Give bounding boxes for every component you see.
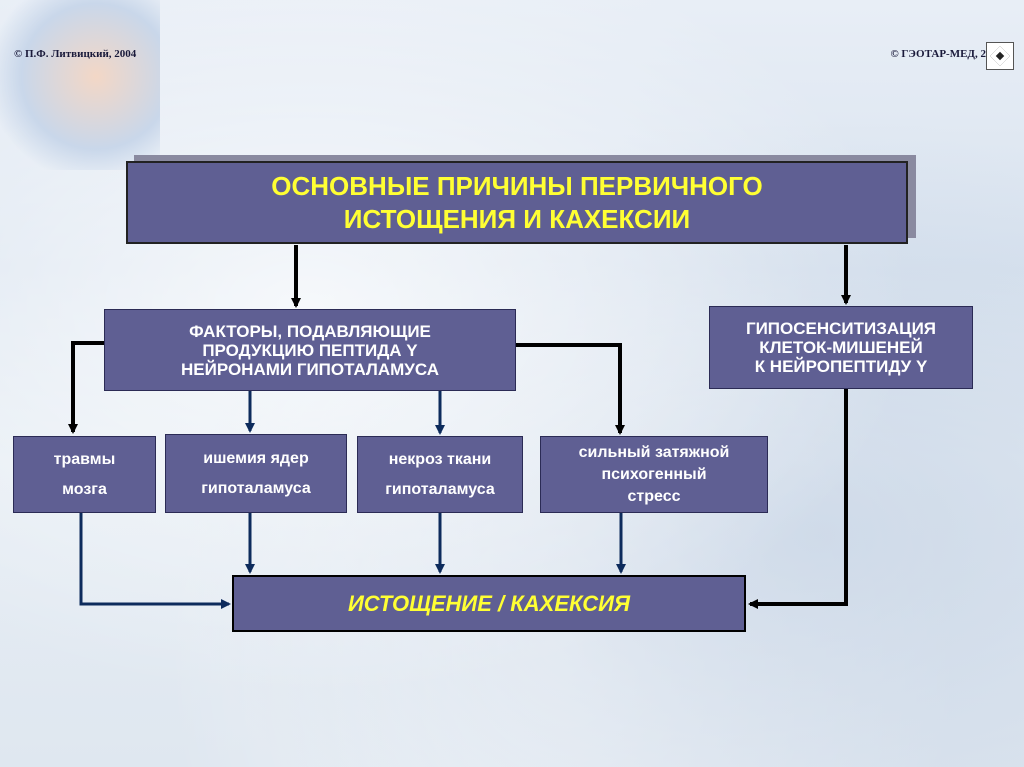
cause-psychogenic-stress: сильный затяжной психогенный стресс (540, 436, 768, 513)
cause-brain-trauma: травмы мозга (13, 436, 156, 513)
cause-line: психогенный (601, 465, 707, 483)
hypo-line-2: КЛЕТОК-МИШЕНЕЙ (759, 338, 923, 357)
result-label: ИСТОЩЕНИЕ / КАХЕКСИЯ (347, 590, 631, 616)
title-line-1: ОСНОВНЫЕ ПРИЧИНЫ ПЕРВИЧНОГО (271, 170, 763, 201)
cause-line: мозга (62, 480, 107, 498)
cause-line: некроз ткани (388, 450, 492, 468)
publisher-credit: © ГЭОТАР-МЕД, 2 (890, 48, 986, 60)
cause-line: стресс (627, 487, 681, 505)
arrow-hypo-to-result (748, 389, 848, 609)
factors-line-1: ФАКТОРЫ, ПОДАВЛЯЮЩИЕ (189, 321, 431, 341)
publisher-logo-icon (986, 42, 1014, 70)
cause-hypothalamic-necrosis: некроз ткани гипоталамуса (357, 436, 523, 513)
hyposensitization-box: ГИПОСЕНСИТИЗАЦИЯ КЛЕТОК-МИШЕНЕЙ К НЕЙРОП… (709, 306, 973, 389)
hypo-line-3: К НЕЙРОПЕПТИДУ Y (754, 357, 928, 376)
cause-line: гипоталамуса (201, 479, 311, 497)
factors-line-3: НЕЙРОНАМИ ГИПОТАЛАМУСА (181, 359, 439, 379)
cause-line: сильный затяжной (578, 443, 730, 461)
surgeon-photo (0, 0, 160, 170)
cause-line: гипоталамуса (385, 480, 495, 498)
cause-hypothalamic-ischemia: ишемия ядер гипоталамуса (165, 434, 347, 513)
cause-line: ишемия ядер (203, 449, 309, 467)
hypo-line-1: ГИПОСЕНСИТИЗАЦИЯ (745, 319, 937, 338)
arrow-trauma-to-result (79, 513, 231, 609)
author-credit: © П.Ф. Литвицкий, 2004 (14, 48, 137, 60)
arrow-factors-to-trauma (68, 341, 104, 434)
arrow-factors-to-stress (516, 343, 625, 435)
title-line-2: ИСТОЩЕНИЯ И КАХЕКСИИ (343, 203, 691, 234)
diagram-title: ОСНОВНЫЕ ПРИЧИНЫ ПЕРВИЧНОГО ИСТОЩЕНИЯ И … (126, 161, 908, 244)
factors-box: ФАКТОРЫ, ПОДАВЛЯЮЩИЕ ПРОДУКЦИЮ ПЕПТИДА Y… (104, 309, 516, 391)
result-box: ИСТОЩЕНИЕ / КАХЕКСИЯ (232, 575, 746, 632)
factors-line-2: ПРОДУКЦИЮ ПЕПТИДА Y (202, 340, 418, 360)
cause-line: травмы (53, 450, 116, 468)
